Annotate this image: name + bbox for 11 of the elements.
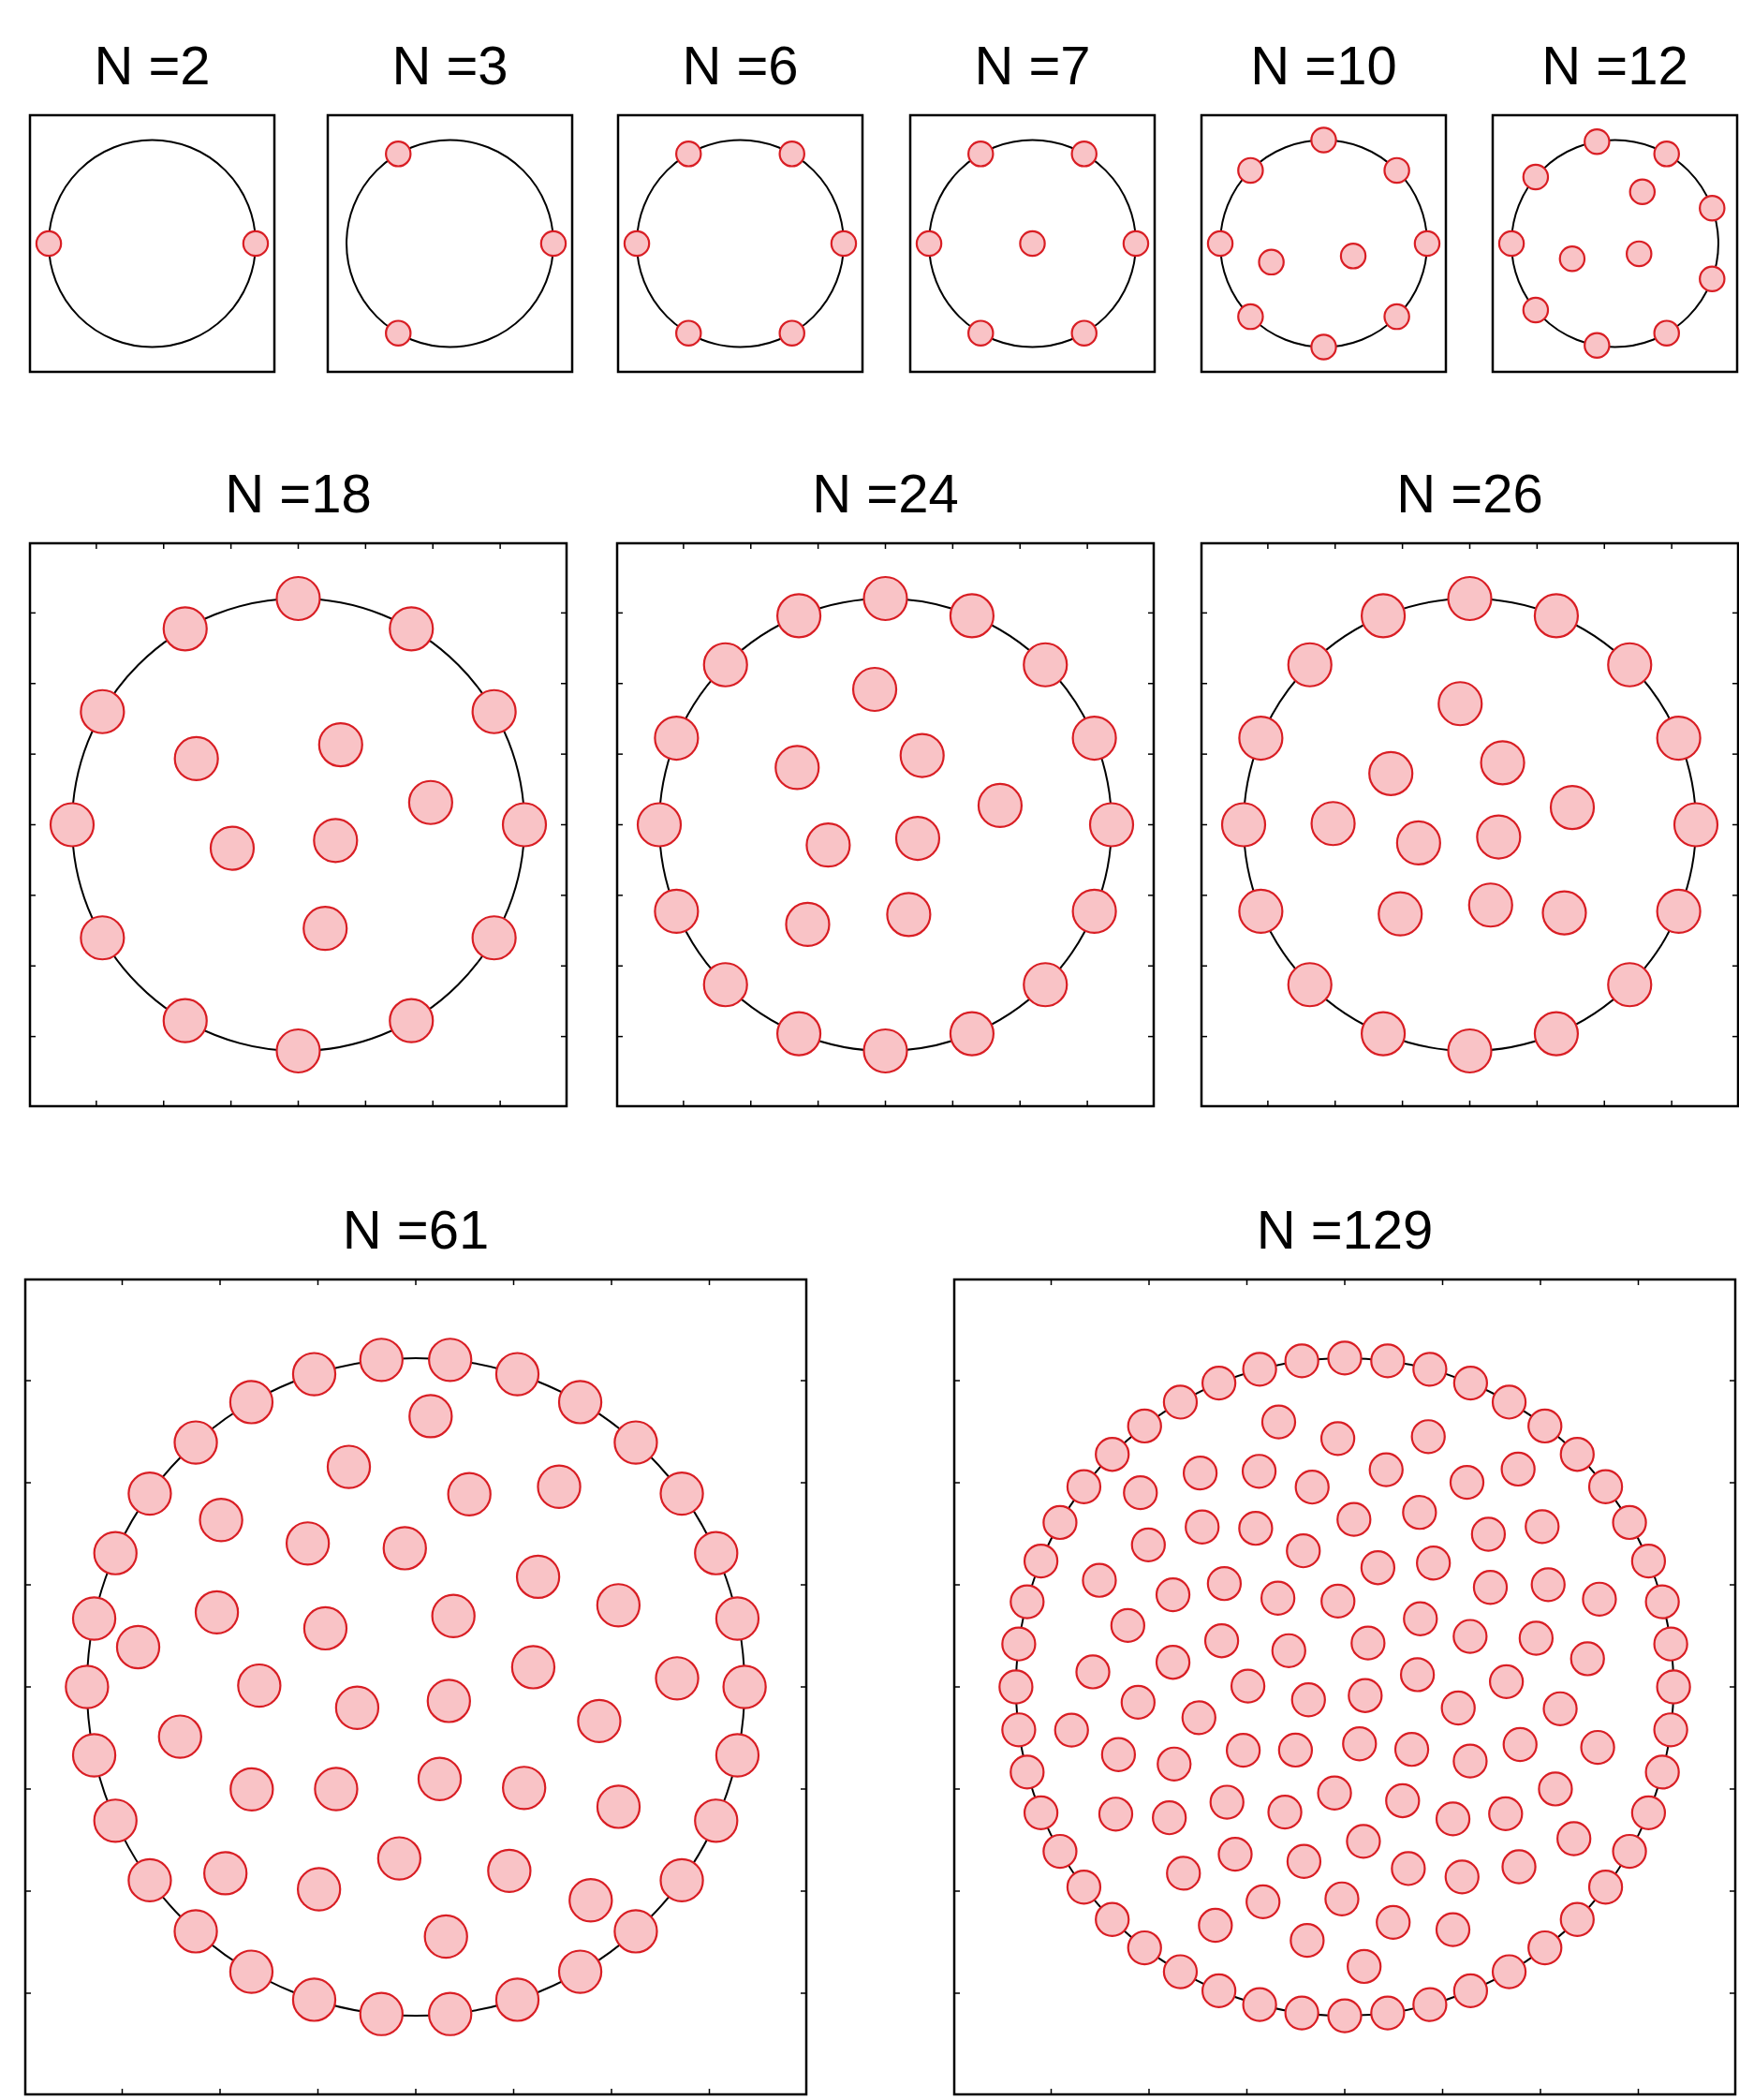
panel-title: N =129 — [1256, 1198, 1434, 1262]
panel-title: N =3 — [391, 34, 508, 97]
panel-title: N =24 — [812, 462, 959, 525]
panel-title: N =7 — [974, 34, 1091, 97]
panel-title: N =12 — [1541, 34, 1688, 97]
panel-title: N =6 — [682, 34, 799, 97]
panel-title: N =10 — [1250, 34, 1397, 97]
panel-title: N =26 — [1396, 462, 1543, 525]
panel-title: N =18 — [225, 462, 372, 525]
panel-title: N =2 — [94, 34, 211, 97]
panel-title: N =61 — [342, 1198, 490, 1262]
